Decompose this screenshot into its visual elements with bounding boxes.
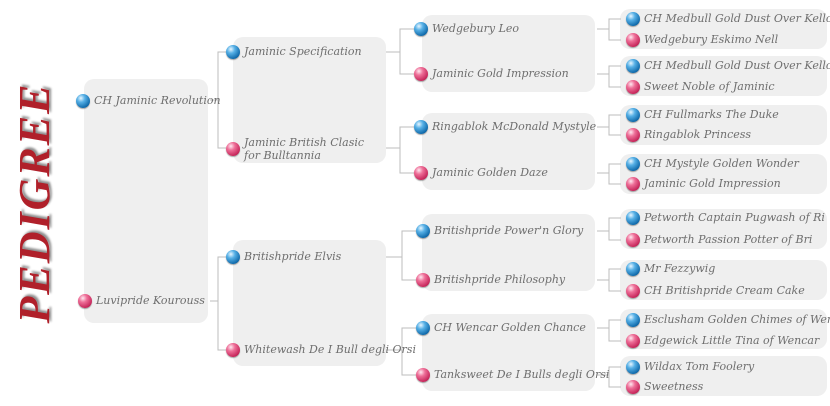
panel-gen3-3	[422, 214, 595, 291]
panel-gen1	[84, 79, 208, 323]
panel-gen3-4	[422, 314, 595, 391]
dog-name: Petworth Captain Pugwash of Ri	[644, 211, 825, 224]
dog-name: Jaminic Specification	[244, 45, 362, 58]
male-icon	[414, 22, 428, 36]
panel-gen2-dam	[233, 240, 386, 366]
female-icon	[414, 166, 428, 180]
female-icon	[416, 368, 430, 382]
dog-name: CH Britishpride Cream Cake	[644, 284, 805, 297]
dog-name: Tanksweet De I Bulls degli Orsi	[434, 368, 610, 381]
dog-name: Sweet Noble of Jaminic	[644, 80, 775, 93]
dog-name: Luvipride Kourouss	[96, 294, 205, 307]
female-icon	[626, 33, 640, 47]
connector-gen3-4	[597, 163, 621, 185]
connector-gen3-1	[597, 18, 621, 41]
female-icon	[626, 128, 640, 142]
connector-gen2-3	[386, 230, 416, 281]
dog-name: Wildax Tom Foolery	[644, 360, 755, 373]
dog-name: CH Jaminic Revolution	[94, 94, 221, 107]
connector-gen3-8	[597, 366, 621, 388]
female-icon	[626, 80, 640, 94]
dog-name: Wedgebury Eskimo Nell	[644, 33, 779, 46]
panel-gen2-sire	[233, 37, 386, 163]
panel-gen4-3	[620, 105, 827, 145]
dog-name: Britishpride Power'n Glory	[434, 224, 584, 237]
connector-gen1-dam	[210, 256, 226, 351]
connector-gen2-1	[386, 28, 414, 75]
panel-gen4-4	[620, 154, 827, 194]
dog-name: Ringablok McDonald Mystyle	[432, 120, 597, 133]
panel-gen3-1	[422, 15, 595, 92]
connector-gen1-sire	[210, 51, 226, 149]
male-icon	[626, 211, 640, 225]
dog-name: Jaminic Golden Daze	[432, 166, 548, 179]
connector-gen3-5	[597, 217, 621, 241]
female-icon	[626, 233, 640, 247]
female-icon	[226, 142, 240, 156]
dog-name: CH Medbull Gold Dust Over Kelloe	[644, 59, 830, 72]
dog-name: Petworth Passion Potter of Bri	[644, 233, 813, 246]
male-icon	[414, 120, 428, 134]
female-icon	[626, 380, 640, 394]
dog-name: Jaminic Gold Impression	[644, 177, 781, 190]
female-icon	[416, 273, 430, 287]
panel-gen4-6	[620, 260, 827, 300]
male-icon	[626, 12, 640, 26]
dog-name-line1: Jaminic British Clasic	[244, 136, 365, 149]
dog-name: Edgewick Little Tina of Wencar	[644, 334, 820, 347]
male-icon	[416, 321, 430, 335]
dog-name: Jaminic Gold Impression	[432, 67, 569, 80]
panel-gen4-8	[620, 356, 827, 396]
male-icon	[626, 59, 640, 73]
connector-gen3-7	[597, 319, 621, 342]
connector-gen2-2	[386, 126, 414, 174]
male-icon	[226, 45, 240, 59]
panel-gen4-1	[620, 9, 827, 49]
male-icon	[626, 157, 640, 171]
dog-name-line2: for Bulltannia	[244, 149, 321, 162]
panel-gen4-7	[620, 309, 827, 349]
female-icon	[626, 334, 640, 348]
connector-gen3-6	[597, 268, 621, 292]
dog-name: Mr Fezzywig	[644, 262, 716, 275]
female-icon	[226, 343, 240, 357]
male-icon	[416, 224, 430, 238]
male-icon	[626, 108, 640, 122]
male-icon	[76, 94, 90, 108]
dog-name: Ringablok Princess	[644, 128, 752, 141]
connector-gen3-2	[597, 65, 621, 88]
dog-name: Britishpride Elvis	[244, 250, 342, 263]
dog-name: CH Wencar Golden Chance	[434, 321, 586, 334]
dog-name: Sweetness	[644, 380, 704, 393]
female-icon	[414, 67, 428, 81]
connector-gen3-3	[597, 114, 621, 136]
connector-gen2-4	[386, 327, 416, 376]
male-icon	[626, 360, 640, 374]
male-icon	[626, 313, 640, 327]
male-icon	[626, 262, 640, 276]
panel-gen4-5	[620, 209, 827, 249]
dog-name: CH Mystyle Golden Wonder	[644, 157, 799, 170]
dog-name: Esclusham Golden Chimes of Wen	[644, 313, 830, 326]
dog-name: Britishpride Philosophy	[434, 273, 566, 286]
dog-name: Wedgebury Leo	[432, 22, 520, 35]
dog-name: CH Fullmarks The Duke	[644, 108, 779, 121]
panel-gen4-2	[620, 56, 827, 96]
female-icon	[78, 294, 92, 308]
male-icon	[226, 250, 240, 264]
panel-gen3-2	[422, 113, 595, 190]
female-icon	[626, 177, 640, 191]
dog-name: Whitewash De I Bull degli Orsi	[244, 343, 416, 356]
dog-name: CH Medbull Gold Dust Over Kelloe	[644, 12, 830, 25]
female-icon	[626, 284, 640, 298]
